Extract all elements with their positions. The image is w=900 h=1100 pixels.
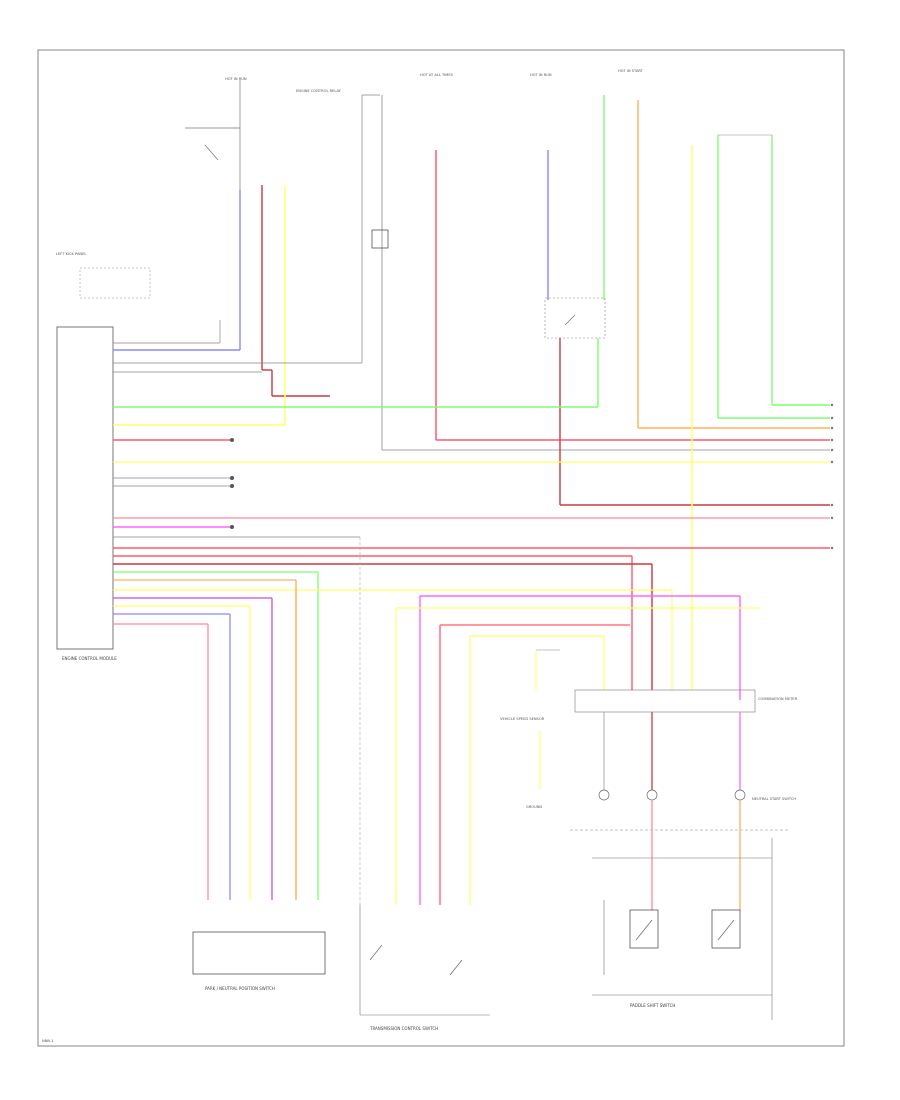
tcs-contact-2 — [449, 959, 463, 976]
label-hot-run-1: HOT IN RUN — [225, 77, 247, 81]
label-combination-meter: COMBINATION METER — [758, 697, 798, 701]
paddle-switch-right — [711, 909, 741, 949]
connector-dot-1 — [230, 438, 234, 442]
left-kick-box — [79, 267, 151, 299]
connector-dot-4 — [230, 525, 234, 529]
footer-id: NNN-1 — [42, 1039, 54, 1043]
switch-symbol-1 — [204, 144, 219, 161]
relay-box — [544, 297, 606, 339]
label-hot-all-1: HOT AT ALL TIMES — [420, 73, 454, 77]
paddle-contact-left — [635, 919, 653, 941]
label-neutral-start: NEUTRAL START SWITCH — [752, 797, 796, 801]
fuse-box-1 — [371, 229, 389, 249]
paddle-switch-left — [629, 909, 659, 949]
paddle-contact-right — [717, 919, 735, 941]
relay-switch — [564, 314, 576, 326]
combination-meter-connector — [574, 689, 756, 713]
label-engine-control-relay: ENGINE CONTROL RELAY — [296, 89, 342, 93]
diagram-frame — [37, 49, 845, 1047]
connector-dot-2 — [230, 476, 234, 480]
label-speed-sensor: VEHICLE SPEED SENSOR — [500, 717, 545, 721]
right-edge-connectors — [830, 403, 834, 550]
ecm-block — [56, 326, 114, 650]
connector-dot-3 — [230, 484, 234, 488]
label-ground: GROUND — [526, 805, 542, 809]
label-park-neutral: PARK / NEUTRAL POSITION SWITCH — [205, 986, 275, 991]
ecm-label: ENGINE CONTROL MODULE — [62, 656, 117, 661]
lamp-symbol-1 — [598, 789, 610, 801]
label-left-kick: LEFT KICK PANEL — [56, 252, 86, 256]
tcs-contact-1 — [369, 944, 383, 961]
label-tcs: TRANSMISSION CONTROL SWITCH — [369, 1026, 438, 1031]
park-neutral-connector — [192, 931, 326, 975]
label-hot-start: HOT IN START — [618, 69, 644, 73]
label-paddle-switch: PADDLE SHIFT SWITCH — [630, 1003, 675, 1008]
lamp-symbol-3 — [734, 789, 746, 801]
lamp-symbol-2 — [646, 789, 658, 801]
label-hot-run-2: HOT IN RUN — [530, 73, 552, 77]
